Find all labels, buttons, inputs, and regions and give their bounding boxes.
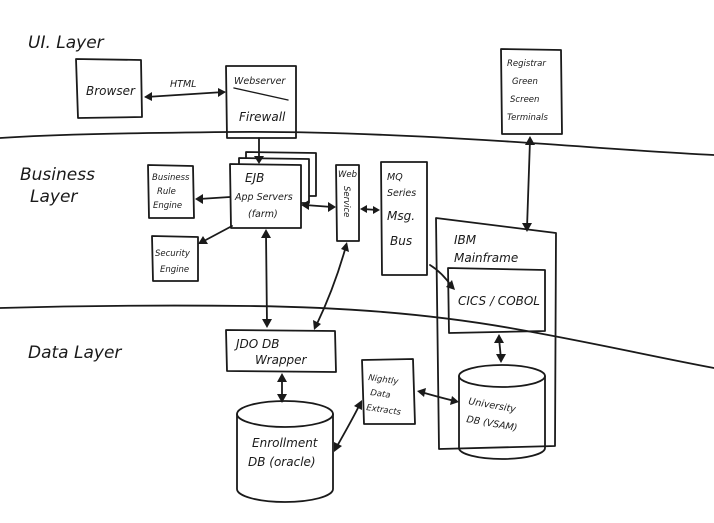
series-label: Series (387, 188, 416, 199)
app-servers-label: App Servers (234, 192, 293, 203)
registrar-mainframe-arrow (522, 136, 535, 232)
university-extracts-arrow (417, 388, 459, 405)
html-connector: HTML (144, 79, 226, 101)
mq-label: MQ (387, 172, 403, 183)
ibm-mainframe-node: IBM Mainframe CICS / COBOL University DB… (435, 217, 557, 460)
ibm-label: IBM (454, 233, 477, 247)
farm-label: (farm) (248, 209, 278, 220)
cics-cobol-box (447, 267, 546, 334)
business-layer-label-2: Layer (30, 187, 78, 207)
webserver-label: Webserver (234, 76, 286, 87)
engine-label: Engine (153, 201, 182, 211)
mq-mainframe-arrow (429, 264, 455, 290)
service-label: Service (341, 186, 351, 217)
jdo-enrollment-arrow (277, 373, 287, 403)
business-rule-engine-node: Business Rule Engine (147, 164, 195, 219)
web-service-label: Web (338, 170, 357, 180)
green-label: Green (512, 77, 538, 87)
browser-label: Browser (86, 84, 136, 98)
jdo-db-label: JDO DB (234, 337, 280, 351)
university-label: University (467, 396, 516, 415)
terminals-label: Terminals (507, 113, 548, 123)
web-service-node: Web Service (335, 164, 360, 242)
ui-business-divider (0, 130, 714, 156)
ui-layer-label: UI. Layer (28, 33, 105, 53)
enrollment-db-oracle-label: DB (oracle) (248, 455, 316, 469)
ejb-security-arrow (198, 225, 233, 244)
rule-label: Rule (157, 187, 176, 197)
html-connector-label: HTML (170, 79, 196, 90)
browser-node: Browser (75, 58, 143, 119)
mainframe-label: Mainframe (454, 251, 518, 265)
cics-cobol-label: CICS / COBOL (458, 294, 540, 308)
mq-series-node: MQ Series Msg. Bus (380, 161, 428, 276)
business-rule-engine-label: Business (152, 173, 190, 183)
registrar-label: Registrar (507, 59, 546, 69)
webservice-jdo-arrow (313, 242, 349, 330)
security-engine-label: Engine (160, 265, 189, 275)
ejb-rule-engine-arrow (195, 194, 231, 204)
university-db-vsam-label: DB (VSAM) (465, 414, 518, 434)
university-db-node: University DB (VSAM) (458, 364, 546, 460)
registrar-node: Registrar Green Screen Terminals (500, 48, 563, 135)
ejb-label: EJB (245, 171, 264, 185)
business-data-divider (0, 304, 714, 369)
screen-label: Screen (510, 95, 539, 105)
webserver-ejb-arrow (254, 137, 264, 164)
extracts-label: Extracts (366, 403, 402, 418)
security-engine-node: Security Engine (151, 235, 199, 282)
enrollment-db-node: Enrollment DB (oracle) (236, 400, 334, 503)
bus-label: Bus (390, 234, 412, 248)
nightly-label: Nightly (368, 373, 400, 387)
firewall-label: Firewall (239, 110, 286, 124)
data-label: Data (370, 388, 391, 401)
ejb-app-servers-node: EJB App Servers (farm) (229, 151, 317, 229)
extracts-enrollment-arrow (334, 400, 362, 452)
data-layer-label: Data Layer (28, 343, 122, 363)
security-label: Security (155, 249, 191, 259)
ejb-jdo-arrow (261, 229, 272, 328)
nightly-data-extracts-node: Nightly Data Extracts (361, 358, 416, 425)
jdo-db-wrapper-node: JDO DB Wrapper (225, 329, 337, 373)
enrollment-label: Enrollment (252, 436, 319, 450)
webservice-mq-arrow (360, 205, 380, 214)
ejb-webservice-arrow (301, 200, 336, 212)
msg-label: Msg. (387, 209, 415, 223)
wrapper-label: Wrapper (255, 353, 308, 367)
cics-university-arrow (494, 334, 506, 363)
business-layer-label: Business (20, 165, 95, 185)
webserver-node: Webserver Firewall (225, 65, 297, 139)
